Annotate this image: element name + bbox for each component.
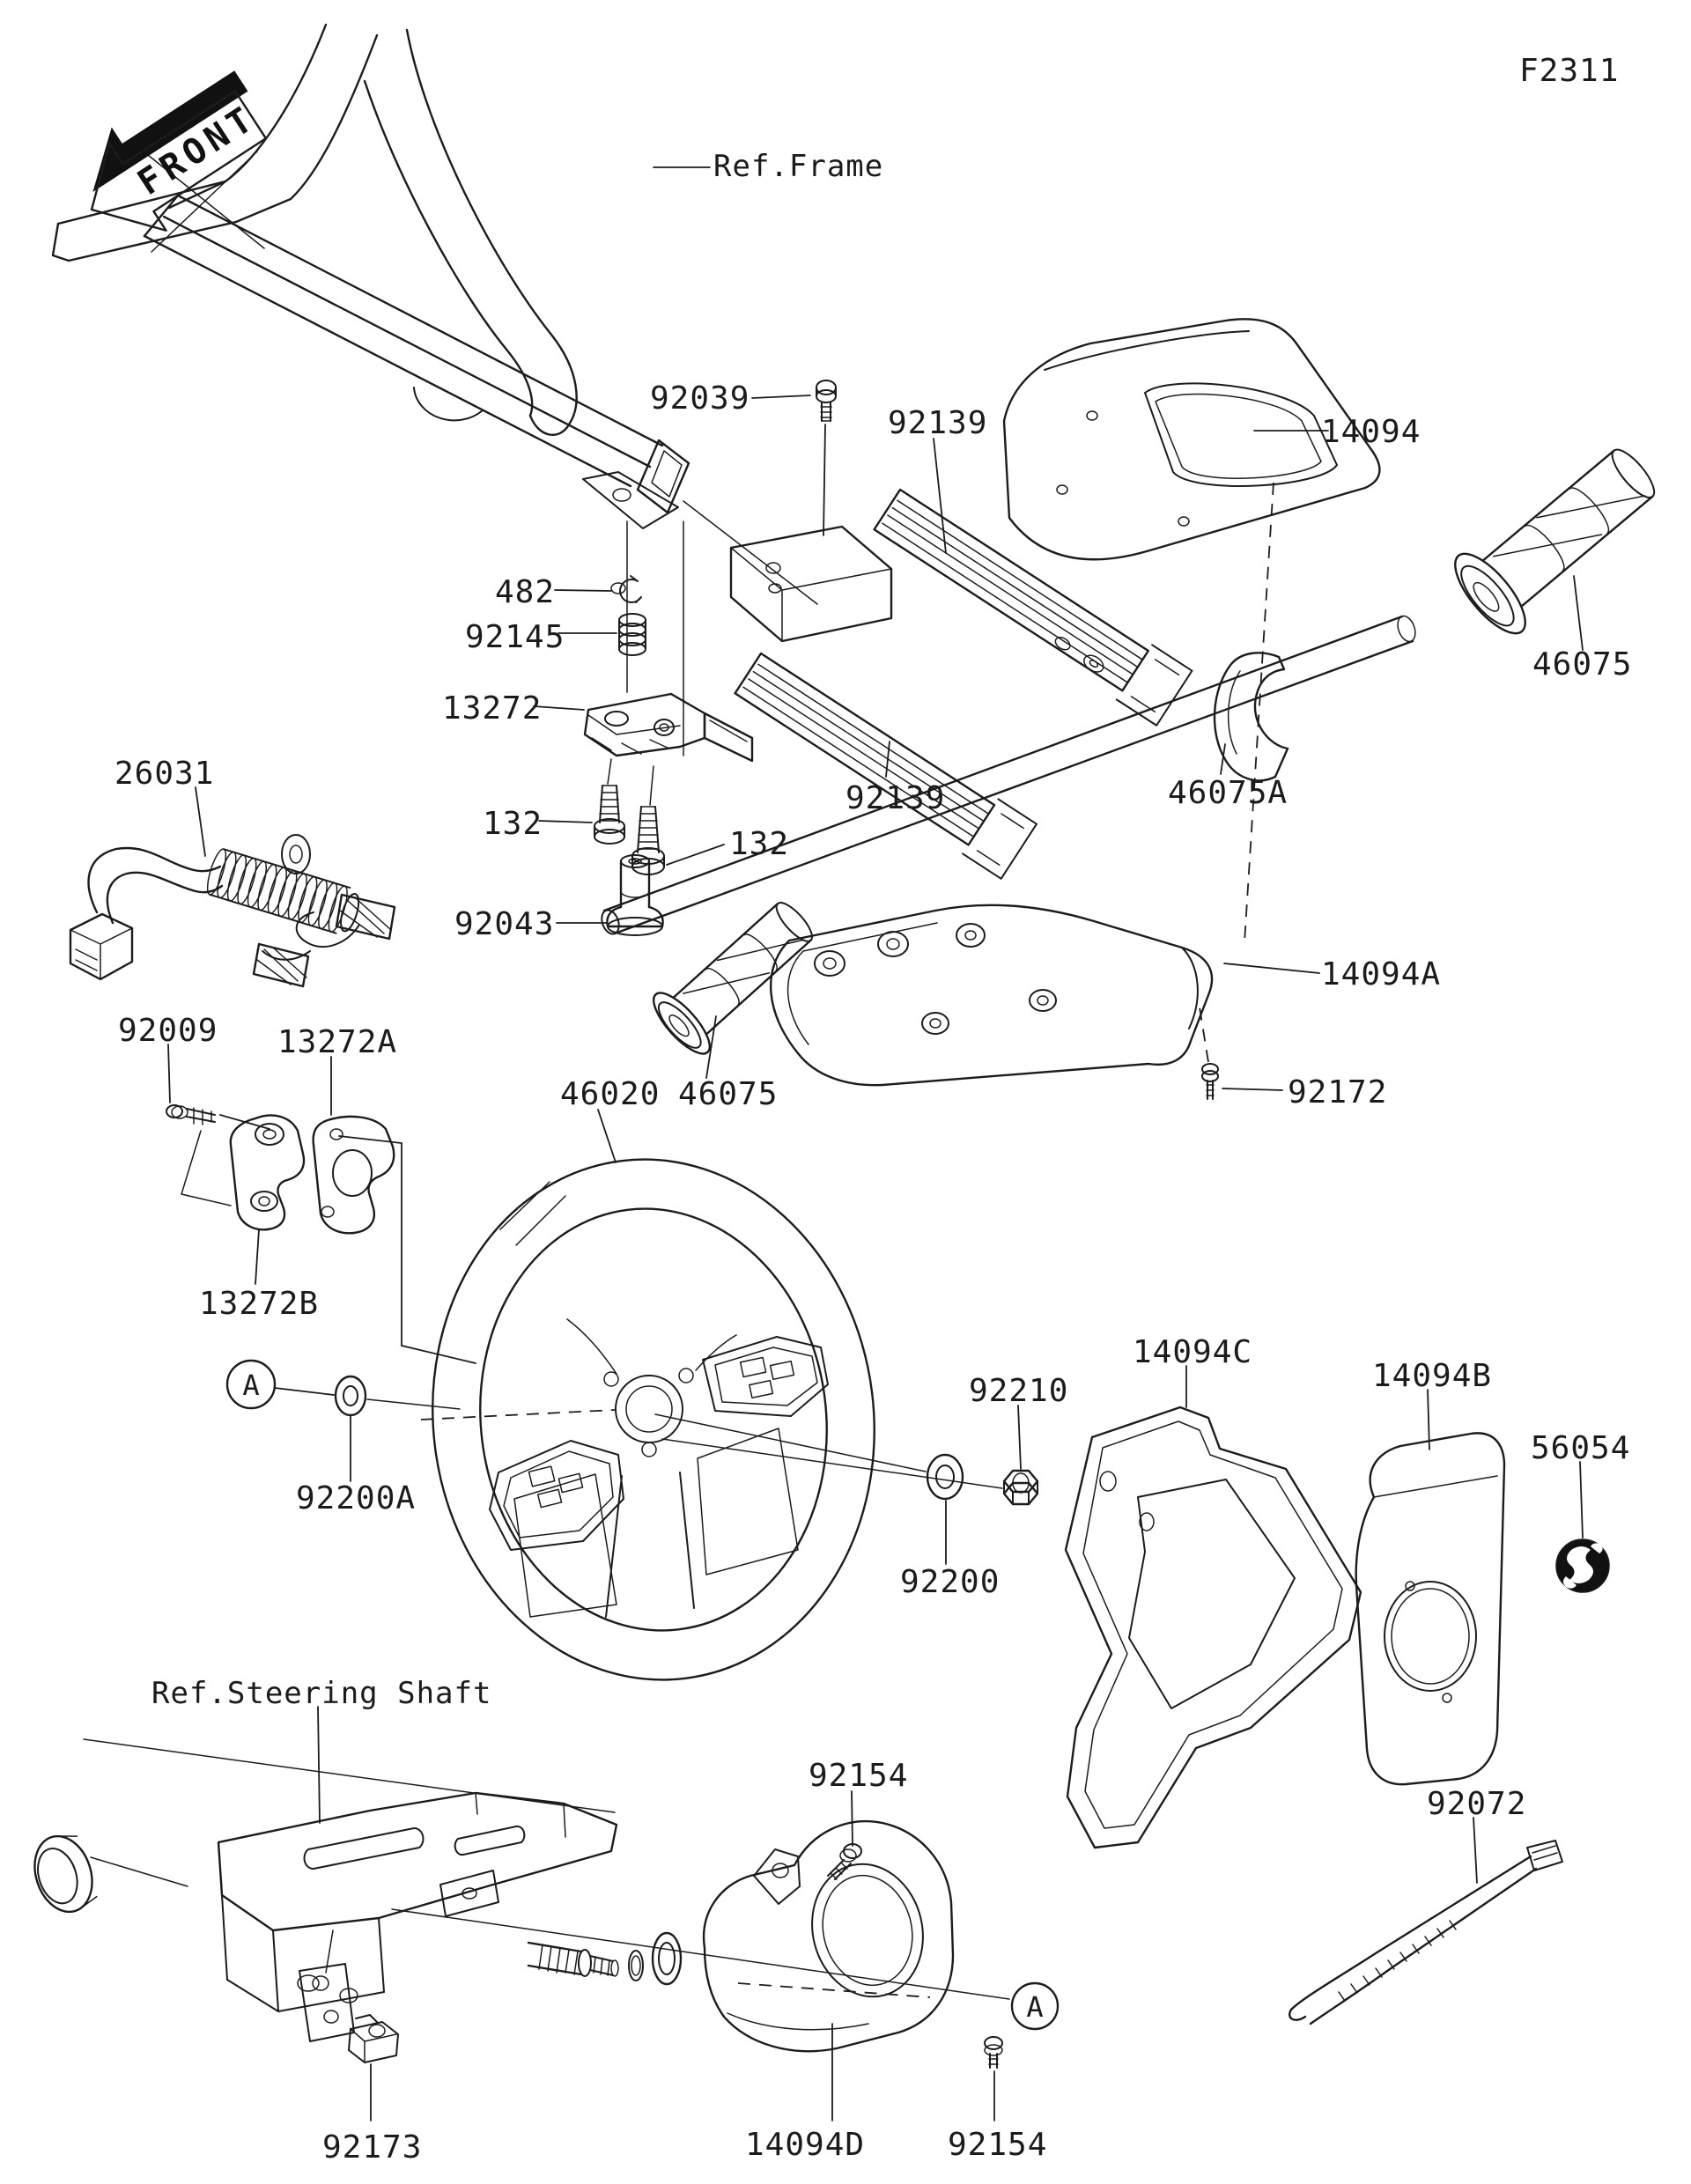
label-14094C: 14094C xyxy=(1133,1334,1252,1370)
marker-a-lower: A xyxy=(1010,1981,1060,2031)
label-ref-steering-shaft: Ref.Steering Shaft xyxy=(151,1676,491,1711)
label-92139-lower: 92139 xyxy=(846,780,945,816)
label-92154-lower: 92154 xyxy=(948,2127,1047,2163)
leader-lines xyxy=(83,166,1584,2121)
label-26031: 26031 xyxy=(114,756,214,792)
label-92072: 92072 xyxy=(1427,1786,1526,1822)
label-92009: 92009 xyxy=(118,1013,218,1049)
steering-column-bracket xyxy=(217,1791,683,2042)
cable-tie-92072 xyxy=(1289,1840,1563,2025)
screw-132-left xyxy=(594,785,625,845)
steering-wheel-46020 xyxy=(432,1158,875,1681)
label-92043: 92043 xyxy=(454,906,554,942)
washer-92200 xyxy=(926,1453,964,1501)
frame-artwork xyxy=(51,23,690,529)
clamp-92173 xyxy=(348,2014,399,2063)
spring-92145 xyxy=(618,613,646,656)
screw-92154-lower xyxy=(984,2036,1003,2069)
label-14094D: 14094D xyxy=(745,2127,865,2163)
marker-a-upper-letter: A xyxy=(242,1369,259,1402)
label-132-left: 132 xyxy=(483,806,543,842)
grip-right-46075 xyxy=(1454,448,1656,635)
cover-14094A xyxy=(769,904,1214,1087)
labels: F2311 Ref.Frame Ref.Steering Shaft 92039… xyxy=(114,53,1632,2166)
label-14094: 14094 xyxy=(1321,414,1421,450)
bushing-cup-left xyxy=(33,1834,98,1914)
label-92139-upper: 92139 xyxy=(888,405,987,441)
bolt-92043 xyxy=(606,854,664,936)
emblem-56054 xyxy=(1555,1538,1610,1593)
label-56054: 56054 xyxy=(1531,1430,1630,1466)
marker-a-upper: A xyxy=(225,1359,277,1410)
label-92200A: 92200A xyxy=(296,1480,416,1516)
label-13272B: 13272B xyxy=(199,1286,319,1322)
label-ref-frame: Ref.Frame xyxy=(713,149,883,184)
label-132-right: 132 xyxy=(729,826,789,862)
clamp-rail-lower-92139 xyxy=(734,652,1037,880)
cover-14094D xyxy=(702,1819,955,2053)
bar-holder-block xyxy=(729,525,893,643)
label-14094A: 14094A xyxy=(1321,956,1441,992)
handlebar-tube-46075A xyxy=(601,615,1416,935)
label-13272: 13272 xyxy=(442,690,542,727)
screw-92009 xyxy=(166,1104,216,1125)
label-92154-upper: 92154 xyxy=(809,1758,908,1794)
eclip-482 xyxy=(610,575,642,603)
cover-14094C xyxy=(1064,1406,1362,1849)
label-46075-left: 46075 xyxy=(678,1076,778,1112)
label-92039: 92039 xyxy=(650,380,750,417)
screw-92039 xyxy=(816,380,837,422)
plate-13272B xyxy=(181,1114,306,1231)
label-46020: 46020 xyxy=(560,1076,660,1112)
label-14094B: 14094B xyxy=(1372,1358,1492,1394)
screw-92172 xyxy=(1201,1063,1219,1100)
harness-26031 xyxy=(69,834,396,988)
label-13272A: 13272A xyxy=(277,1024,397,1060)
plate-13272A xyxy=(312,1115,395,1235)
label-482: 482 xyxy=(495,574,555,610)
label-92210: 92210 xyxy=(969,1373,1068,1409)
cover-14094B xyxy=(1355,1432,1506,1786)
label-46075-right: 46075 xyxy=(1532,646,1632,682)
grip-left-46075 xyxy=(653,902,813,1055)
nut-92210 xyxy=(1002,1469,1039,1506)
label-46075A: 46075A xyxy=(1168,775,1288,811)
label-92145: 92145 xyxy=(465,619,565,655)
clamp-rail-upper-92139 xyxy=(873,488,1193,727)
label-92173: 92173 xyxy=(322,2129,422,2166)
label-figure-code: F2311 xyxy=(1519,53,1619,89)
bracket-13272 xyxy=(583,692,754,763)
washer-92200A xyxy=(334,1375,367,1417)
label-92172: 92172 xyxy=(1288,1074,1387,1110)
cover-14094 xyxy=(1002,318,1381,782)
label-92200: 92200 xyxy=(900,1564,1000,1600)
marker-a-lower-letter: A xyxy=(1026,1990,1043,2024)
